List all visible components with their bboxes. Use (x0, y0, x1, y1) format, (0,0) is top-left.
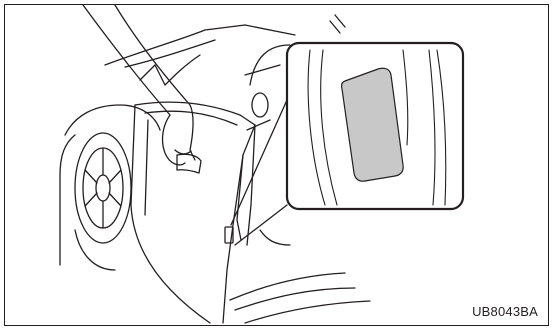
front-wheel (75, 133, 131, 270)
illustration-frame: UB8043BA (4, 4, 549, 326)
detail-callout-box (287, 43, 463, 209)
car-body (60, 25, 295, 265)
b-pillar (225, 125, 255, 245)
car-door-illustration (5, 5, 549, 326)
hand-opening-door-icon (83, 5, 195, 165)
callout-pointer (231, 100, 287, 245)
figure-code: UB8043BA (472, 304, 538, 319)
door-sill (230, 230, 370, 323)
